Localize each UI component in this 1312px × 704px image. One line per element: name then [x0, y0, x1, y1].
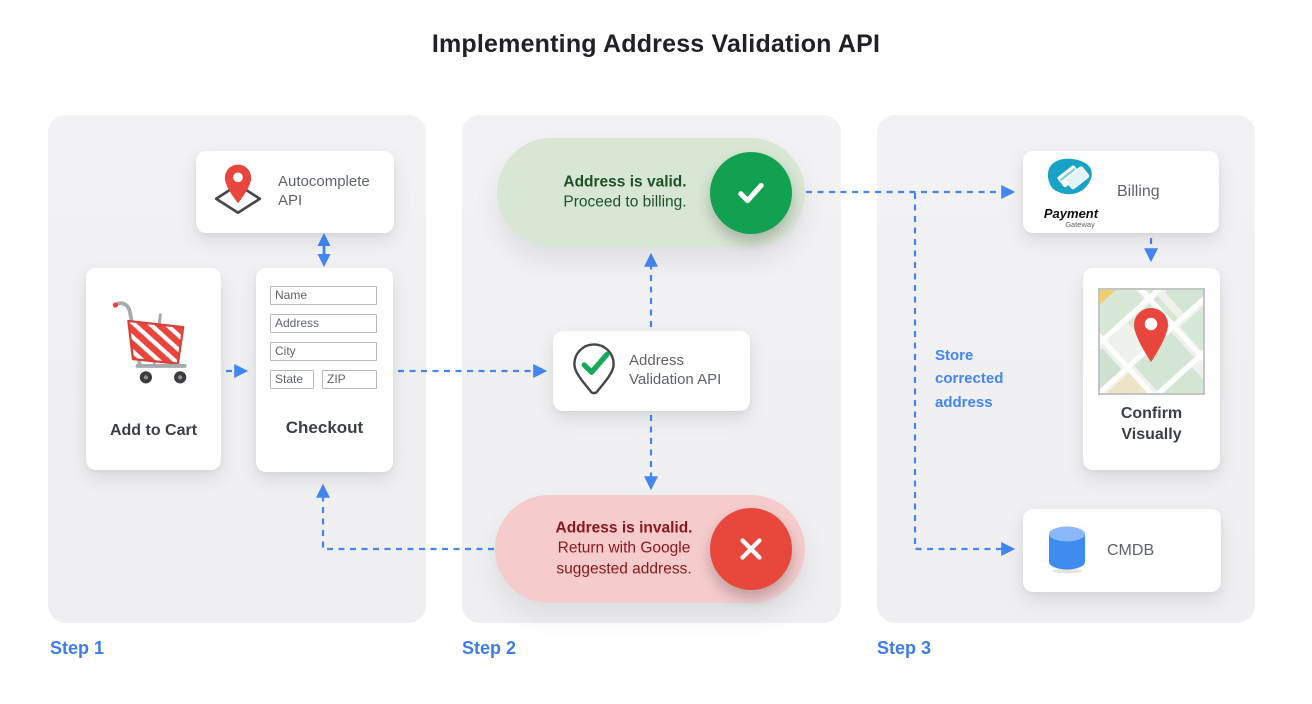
check-icon: [710, 151, 792, 234]
billing-label: Billing: [1117, 183, 1160, 200]
valid-subtitle: Proceed to billing.: [563, 193, 687, 211]
confirm-visually-label: Confirm Visually: [1120, 405, 1183, 444]
address-validation-api-label: Address Validation API: [629, 352, 722, 388]
payment-gateway-icon: Payment Gateway: [1039, 155, 1103, 229]
add-to-cart-card: Add to Cart: [86, 268, 221, 470]
autocomplete-api-label: Autocomplete API: [278, 173, 370, 209]
step1-label: Step 1: [50, 638, 105, 658]
autocomplete-pin-icon: [210, 161, 266, 224]
add-to-cart-label: Add to Cart: [109, 422, 198, 439]
city-field: City: [270, 342, 377, 361]
valid-title: Address is valid.: [563, 173, 687, 191]
database-icon: [1043, 522, 1091, 579]
checkout-card: Name Address City State ZIP Checkout: [256, 268, 393, 472]
zip-field: ZIP: [322, 370, 377, 389]
store-corrected-address-note: Store corrected address: [935, 347, 1004, 411]
address-valid-pill: Address is valid. Proceed to billing.: [497, 138, 805, 247]
address-validation-api-card: Address Validation API: [553, 331, 750, 411]
map-icon: [1098, 288, 1205, 400]
cart-icon: [104, 290, 203, 405]
cmdb-card: CMDB: [1023, 509, 1221, 592]
cross-icon: [710, 508, 792, 590]
confirm-visually-card: Confirm Visually: [1083, 268, 1220, 470]
checkout-label: Checkout: [285, 418, 364, 437]
payment-gateway-logo-title: Payment: [1043, 206, 1099, 221]
state-field: State: [270, 370, 314, 389]
checkout-form: Name Address City State ZIP: [270, 286, 377, 389]
name-field: Name: [270, 286, 377, 305]
page-title: Implementing Address Validation API: [431, 30, 881, 58]
invalid-subtitle: Return with Google suggested address.: [556, 539, 692, 578]
billing-card: Payment Gateway Billing: [1023, 151, 1219, 233]
invalid-title: Address is invalid.: [555, 519, 693, 537]
cmdb-label: CMDB: [1107, 541, 1155, 559]
step2-label: Step 2: [462, 638, 517, 658]
payment-gateway-logo-subtitle: Gateway: [1065, 220, 1095, 229]
validation-pin-icon: [571, 342, 617, 401]
step3-label: Step 3: [877, 638, 932, 658]
autocomplete-api-card: Autocomplete API: [196, 151, 394, 233]
address-invalid-pill: Address is invalid. Return with Google s…: [495, 495, 805, 603]
address-field: Address: [270, 314, 377, 333]
